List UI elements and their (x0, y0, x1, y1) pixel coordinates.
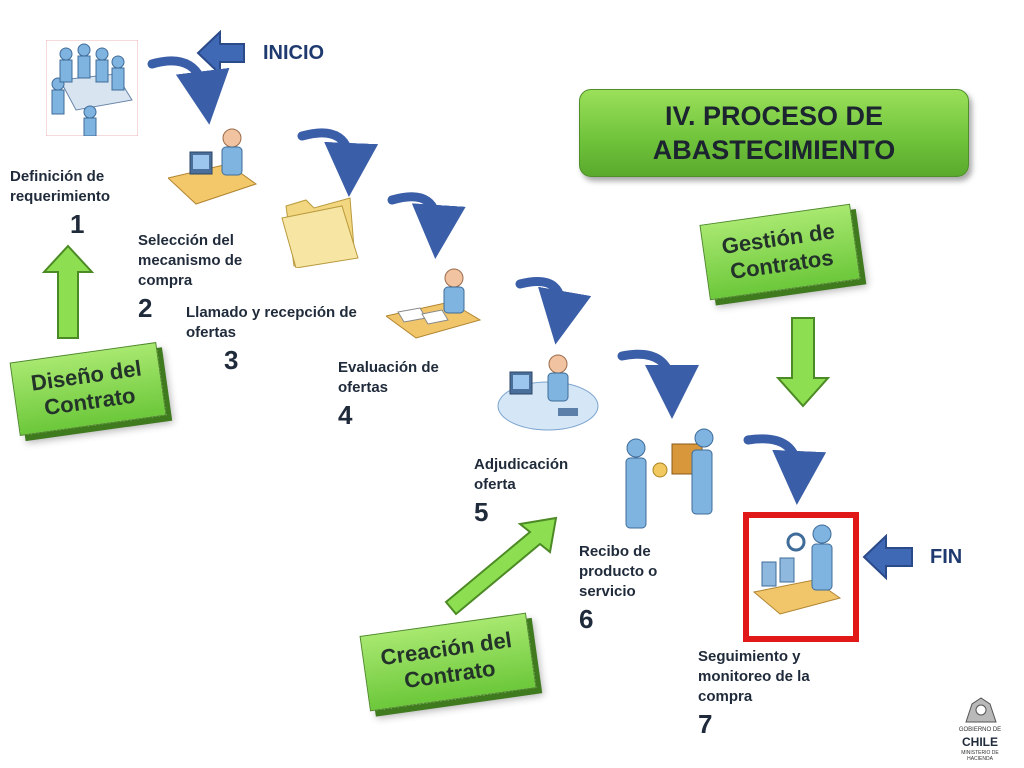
step-5: Adjudicación oferta 5 (474, 455, 589, 529)
flow-arrow-6 (743, 434, 827, 505)
flow-arrow-3 (387, 192, 466, 259)
step-7: Seguimiento y monitoreo de la compra 7 (698, 647, 822, 741)
step-5-label: Adjudicación oferta (474, 456, 569, 493)
creation-diagonal-arrow-icon (444, 516, 558, 616)
workstation-icon (497, 354, 599, 431)
step-4-number: 4 (338, 400, 353, 430)
logo-name-text: CHILE (962, 735, 998, 749)
title-line-1: IV. PROCESO DE (664, 101, 884, 131)
highlight-frame (743, 512, 859, 642)
step-1: Definición de requerimiento 1 (10, 167, 140, 241)
step-7-number: 7 (698, 709, 713, 739)
step-5-number: 5 (474, 497, 489, 527)
folder-icon (281, 197, 359, 268)
meeting-table-icon (46, 40, 138, 136)
inspection-icon (752, 524, 842, 615)
flow-arrow-2 (297, 128, 379, 197)
step-4: Evaluación de ofertas 4 (338, 358, 458, 432)
computer-worker-icon (168, 128, 258, 205)
coat-of-arms-icon (965, 697, 997, 723)
step-1-label: Definición de requerimiento (10, 168, 111, 205)
step-1-number: 1 (70, 209, 85, 239)
step-2-number: 2 (138, 293, 153, 323)
step-6-label: Recibo de producto o servicio (579, 543, 658, 600)
step-4-label: Evaluación de ofertas (338, 359, 439, 396)
logo-top-text: GOBIERNO DE (958, 727, 1002, 733)
fin-arrow-icon (862, 534, 913, 580)
logo-sub-text: MINISTERIO DE HACIENDA (961, 750, 999, 762)
fin-label: FIN (930, 546, 963, 568)
step-3-number: 3 (224, 345, 239, 375)
desk-papers-icon (386, 268, 482, 339)
step-2-label: Selección del mecanismo de compra (138, 232, 243, 289)
inicio-label: INICIO (263, 42, 325, 64)
delivery-icon (625, 428, 714, 529)
flow-arrow-4 (515, 277, 592, 345)
step-2: Selección del mecanismo de compra 2 (138, 231, 268, 325)
management-down-arrow-icon (776, 317, 830, 408)
step-7-label: Seguimiento y monitoreo de la compra (698, 648, 810, 705)
step-3: Llamado y recepción de ofertas 3 (186, 303, 366, 377)
flow-arrow-1 (147, 56, 230, 125)
step-3-label: Llamado y recepción de ofertas (186, 304, 357, 341)
flow-arrow-5 (617, 349, 699, 419)
design-up-arrow-icon (42, 244, 94, 339)
step-6-number: 6 (579, 604, 594, 634)
step-6: Recibo de producto o servicio 6 (579, 542, 679, 636)
page-title: IV. PROCESO DE ABASTECIMIENTO (579, 89, 969, 177)
title-line-2: ABASTECIMIENTO (652, 135, 896, 165)
